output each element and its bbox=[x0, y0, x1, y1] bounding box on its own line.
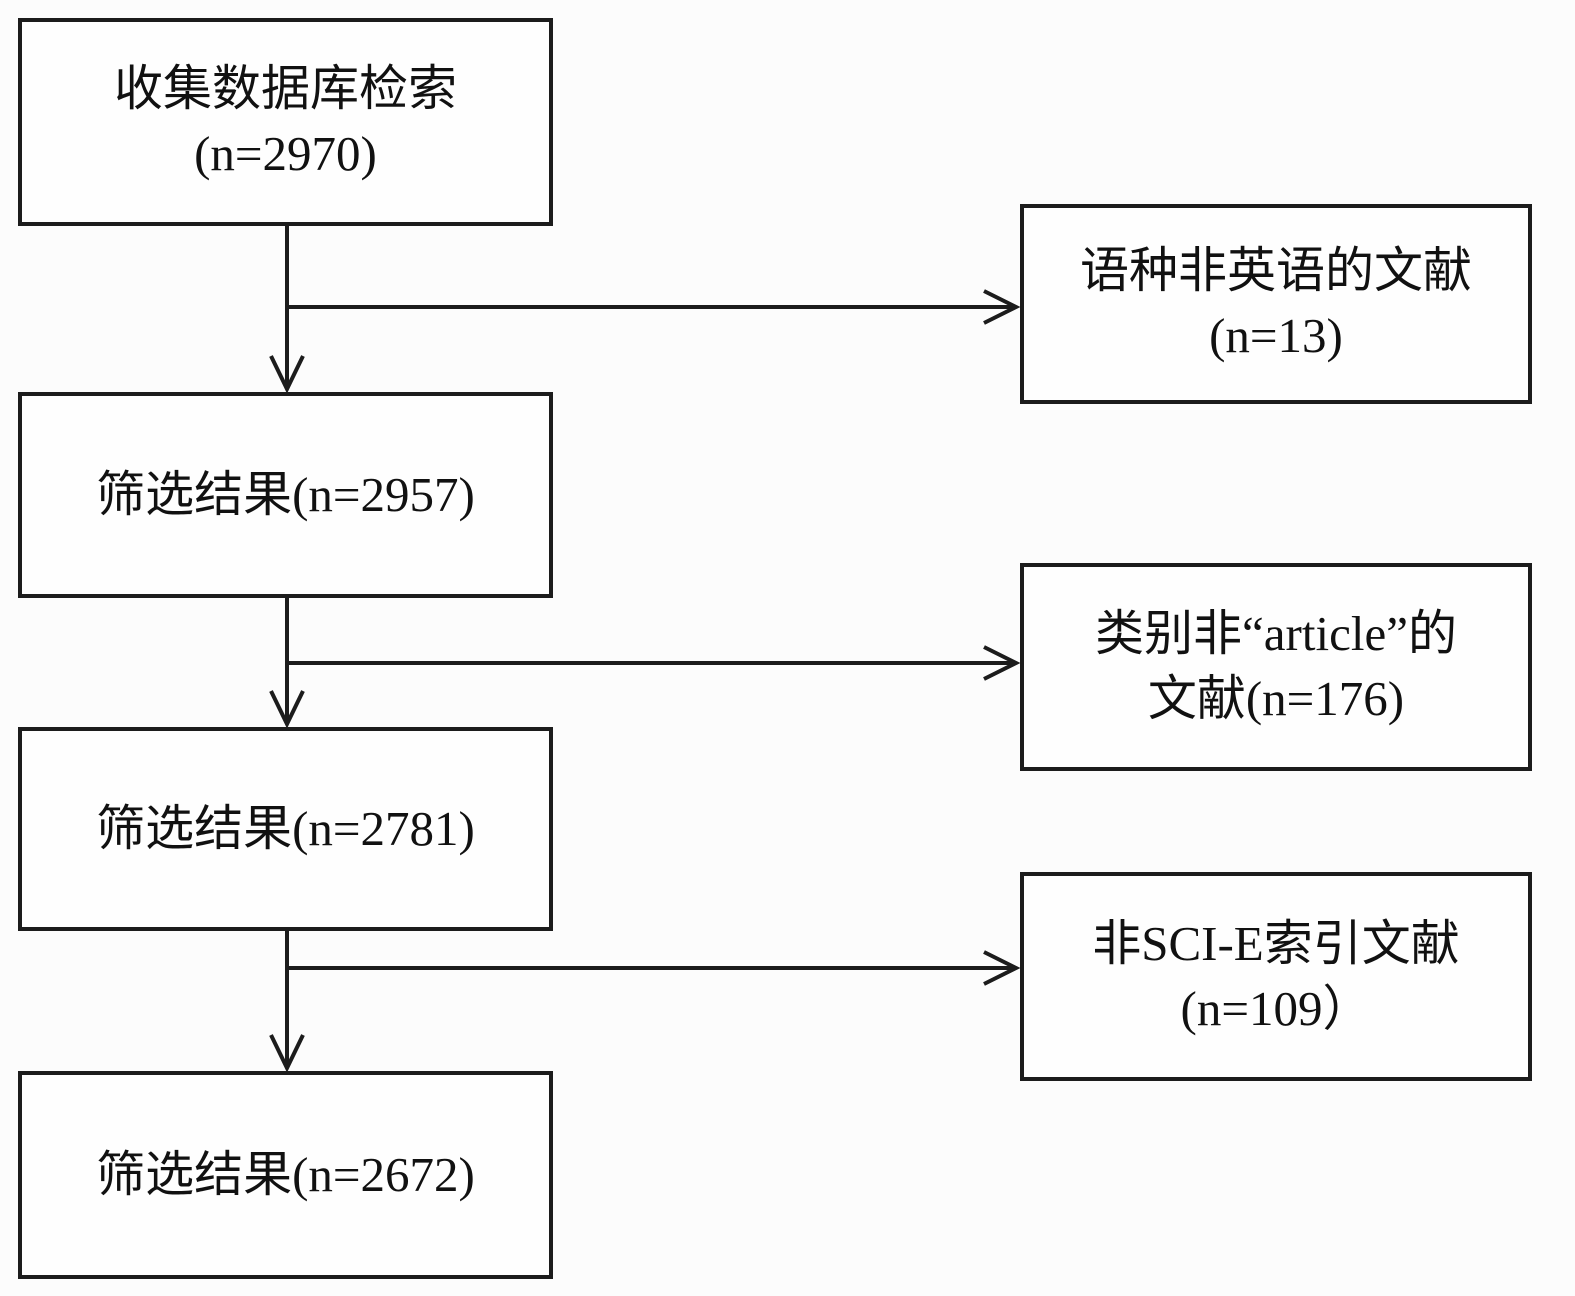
exclusion-box-non-english: 语种非英语的文献 (n=13) bbox=[1020, 204, 1532, 404]
flow-box-screen3: 筛选结果(n=2672) bbox=[18, 1071, 553, 1279]
exclusion-non-english-count: (n=13) bbox=[1209, 308, 1343, 363]
flow-box-collect: 收集数据库检索 (n=2970) bbox=[18, 18, 553, 226]
flow-box-screen1: 筛选结果(n=2957) bbox=[18, 392, 553, 598]
exclusion-non-english-line1: 语种非英语的文献 bbox=[1079, 243, 1472, 299]
flow-box-collect-count: (n=2970) bbox=[194, 126, 377, 181]
arrow-branch-non-english bbox=[287, 289, 1021, 325]
exclusion-non-article-line1: 类别非“article”的 bbox=[1095, 606, 1457, 662]
flow-box-screen2-label: 筛选结果(n=2781) bbox=[96, 800, 475, 856]
arrow-branch-non-article bbox=[287, 645, 1021, 681]
exclusion-box-non-article: 类别非“article”的 文献(n=176) bbox=[1020, 563, 1532, 771]
arrow-screen1-to-screen2 bbox=[269, 598, 305, 729]
exclusion-box-non-scie: 非SCI-E索引文献 (n=109） bbox=[1020, 872, 1532, 1081]
flow-box-collect-line1: 收集数据库检索 bbox=[113, 61, 457, 117]
exclusion-non-article-line2: 文献(n=176) bbox=[1147, 671, 1405, 726]
exclusion-non-scie-count: (n=109） bbox=[1180, 980, 1372, 1036]
arrow-branch-non-scie bbox=[287, 950, 1021, 986]
flow-box-screen3-label: 筛选结果(n=2672) bbox=[96, 1146, 475, 1202]
flow-box-screen1-label: 筛选结果(n=2957) bbox=[96, 466, 475, 522]
exclusion-non-scie-line1: 非SCI-E索引文献 bbox=[1092, 915, 1460, 971]
arrow-collect-to-screen1 bbox=[269, 226, 305, 394]
flow-box-screen2: 筛选结果(n=2781) bbox=[18, 727, 553, 931]
arrow-screen2-to-screen3 bbox=[269, 931, 305, 1073]
